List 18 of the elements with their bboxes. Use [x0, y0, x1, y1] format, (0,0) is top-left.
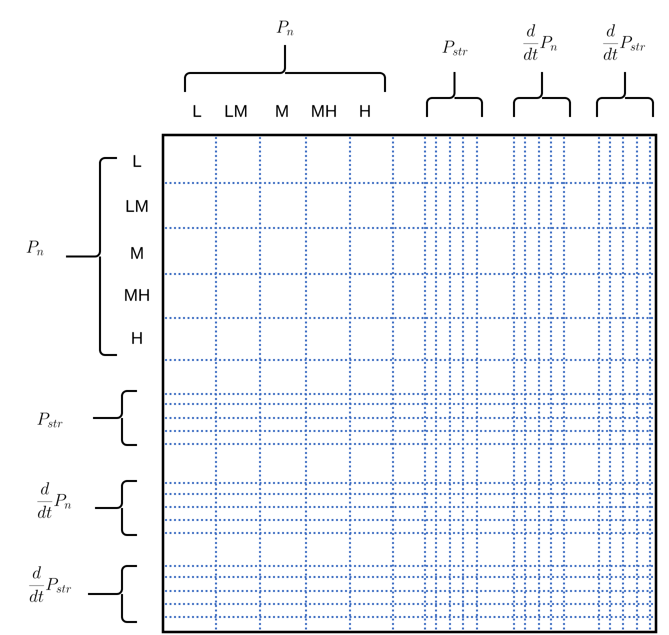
level-label: LM [226, 105, 246, 117]
level-label: L [194, 105, 202, 117]
axis-label: $\frac{d}{dt}P_{str}$ [603, 24, 646, 60]
level-label: M [276, 105, 288, 117]
level-label: L [134, 155, 142, 167]
level-label: MH [312, 105, 336, 117]
level-label: M [131, 247, 143, 259]
axis-label: $P_n$ [276, 20, 294, 36]
axis-label: $\frac{d}{dt}P_n$ [37, 482, 72, 518]
level-label: H [360, 105, 370, 117]
axis-label: $P_{str}$ [37, 412, 62, 428]
axis-label: $P_n$ [26, 240, 44, 256]
level-label: H [132, 332, 142, 344]
axis-label: $\frac{d}{dt}P_{str}$ [29, 566, 72, 602]
axis-label: $P_{str}$ [442, 40, 468, 56]
axis-label: $\frac{d}{dt}P_n$ [523, 24, 558, 60]
level-label: LM [126, 200, 148, 212]
level-label: MH [125, 289, 149, 301]
